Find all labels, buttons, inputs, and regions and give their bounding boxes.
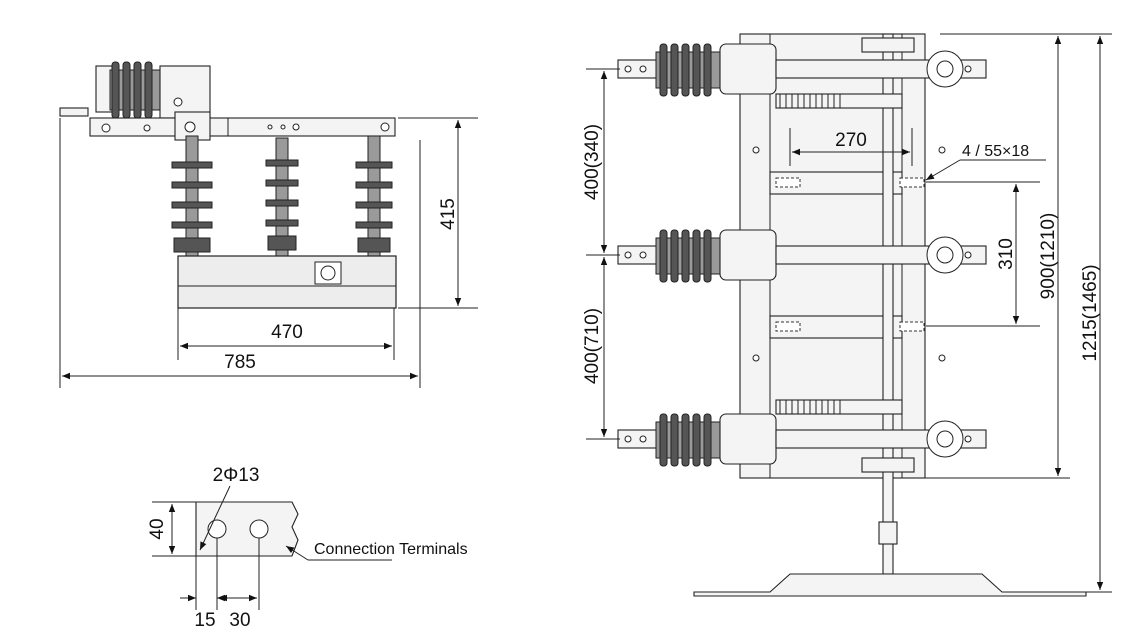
phase-middle [617, 229, 987, 283]
slot-label: 4 / 55×18 [962, 143, 1029, 160]
holes-label: 2Φ13 [213, 465, 260, 486]
dim-40-text: 40 [147, 518, 168, 539]
main-beam [89, 117, 396, 137]
terminal-hole-2 [249, 519, 269, 539]
operating-handle-base [693, 573, 1087, 597]
slot-4 [899, 321, 925, 332]
dim-15-text: 15 [194, 610, 215, 631]
shaft-coupling [878, 521, 898, 545]
dim-785-text: 785 [224, 352, 256, 373]
operating-shaft [882, 33, 894, 575]
dim-1215-text: 1215(1465) [1080, 264, 1101, 361]
dim-270-text: 270 [835, 130, 867, 151]
terminal-hole-1 [207, 519, 227, 539]
dim-400-710-text: 400(710) [582, 308, 603, 384]
bottom-clamp [861, 457, 915, 473]
mounting-bracket [59, 107, 89, 117]
top-insulator [109, 61, 161, 119]
terminal-plate [195, 501, 299, 557]
connection-terminals-label: Connection Terminals [314, 541, 468, 558]
dim-900-text: 900(1210) [1038, 213, 1059, 300]
front-view: 270 4 / 55×18 310 400(340) 400(710) 900(… [582, 33, 1112, 597]
terminal-detail: 2Φ13 40 15 30 Connection Terminals [147, 465, 468, 631]
post-insulator-left [171, 135, 213, 257]
slot-1 [775, 177, 801, 188]
post-insulator-middle [265, 137, 299, 257]
post-insulator-right [355, 135, 393, 257]
slot-3 [775, 321, 801, 332]
dim-400-340-text: 400(340) [582, 124, 603, 200]
base-frame [177, 255, 397, 309]
phase-bottom [617, 399, 987, 467]
dim-30-text: 30 [229, 610, 250, 631]
dim-310-text: 310 [996, 238, 1017, 270]
dim-415-text: 415 [438, 198, 459, 230]
top-clamp [861, 37, 915, 53]
slot-2 [899, 177, 925, 188]
side-view: 415 470 785 [59, 61, 478, 388]
dim-470-text: 470 [271, 322, 303, 343]
operating-head [159, 65, 211, 119]
phase-top [617, 43, 987, 109]
